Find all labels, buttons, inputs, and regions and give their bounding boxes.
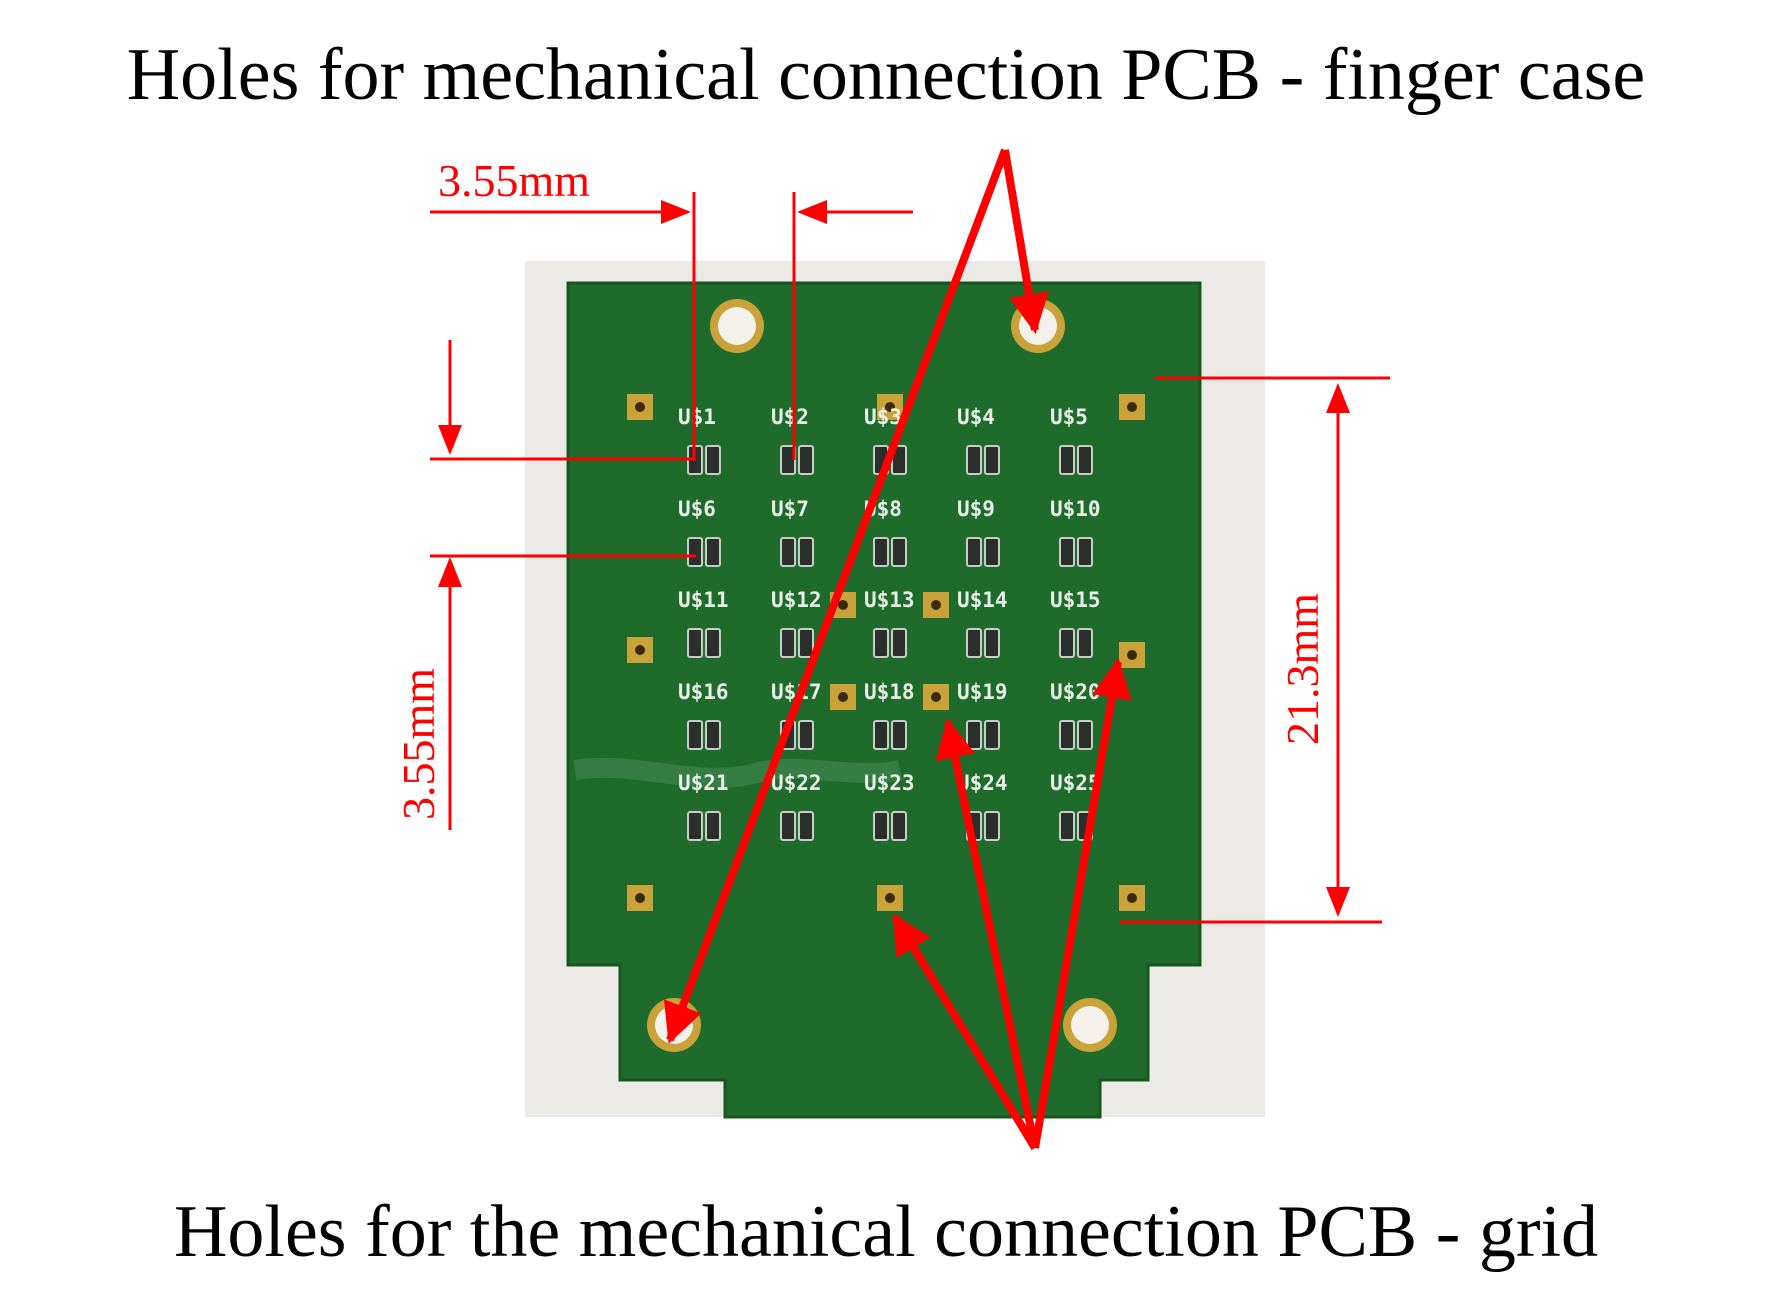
sensor-chip	[705, 811, 721, 841]
grid-pad-hole	[635, 893, 645, 903]
sensor-chip	[705, 537, 721, 567]
pcb-board	[566, 281, 1202, 1119]
sensor-chip	[1077, 628, 1093, 658]
dimension-horizontal: 3.55mm	[430, 155, 913, 460]
sensor-chip	[705, 445, 721, 475]
sensor-chip	[984, 445, 1000, 475]
dimension-grid-height: 21.3mm	[1120, 376, 1390, 924]
sensor-chip	[891, 537, 907, 567]
sensor-label: U$4	[957, 405, 995, 429]
sensor-label: U$13	[864, 588, 915, 612]
sensor-chip	[984, 628, 1000, 658]
sensor-chip	[780, 537, 796, 567]
grid-pad-hole	[1127, 650, 1137, 660]
dimension-vertical: 3.55mm	[393, 340, 696, 830]
sensor-label: U$12	[771, 588, 822, 612]
grid-pad-hole	[931, 692, 941, 702]
grid-pad-hole	[838, 600, 848, 610]
dim-label-grid-height: 21.3mm	[1277, 593, 1328, 745]
grid-pad-hole	[885, 893, 895, 903]
sensor-label: U$20	[1050, 680, 1101, 704]
grid-pad-hole	[1127, 402, 1137, 412]
sensor-chip	[984, 720, 1000, 750]
grid-pads	[627, 394, 1145, 911]
sensor-label: U$11	[678, 588, 729, 612]
sensor-chip	[966, 628, 982, 658]
sensor-label: U$9	[957, 497, 995, 521]
sensor-label: U$1	[678, 405, 716, 429]
sensor-chip	[1077, 720, 1093, 750]
sensor-chip	[873, 720, 889, 750]
arrows-grid-holes	[891, 658, 1132, 1151]
sensor-chip	[984, 537, 1000, 567]
sensor-chip	[891, 811, 907, 841]
sensor-chip	[798, 811, 814, 841]
sensor-chip	[873, 628, 889, 658]
sensor-chip	[798, 628, 814, 658]
sensor-chip	[780, 811, 796, 841]
sensor-label: U$14	[957, 588, 1008, 612]
sensor-label: U$2	[771, 405, 809, 429]
sensor-label: U$6	[678, 497, 716, 521]
sensor-label: U$23	[864, 771, 915, 795]
grid-pad-hole	[885, 402, 895, 412]
sensor-chip	[798, 445, 814, 475]
sensor-label: U$16	[678, 680, 729, 704]
grid-pad-hole	[838, 692, 848, 702]
sensor-chip	[705, 628, 721, 658]
sensor-chip	[1077, 445, 1093, 475]
sensor-label: U$15	[1050, 588, 1101, 612]
board-smudge	[573, 757, 903, 788]
sensor-chip	[687, 537, 703, 567]
grid-pad-hole	[635, 645, 645, 655]
sensor-chip	[780, 628, 796, 658]
sensor-chip	[891, 628, 907, 658]
sensor-chip	[1059, 811, 1075, 841]
sensor-chip	[891, 720, 907, 750]
sensor-chip	[705, 720, 721, 750]
dim-label-vertical: 3.55mm	[393, 668, 444, 820]
grid-pad-hole	[635, 402, 645, 412]
sensor-label: U$22	[771, 771, 822, 795]
grid-pad-hole	[1127, 893, 1137, 903]
sensor-chip	[798, 720, 814, 750]
sensor-chip	[873, 537, 889, 567]
sensor-chip	[1059, 720, 1075, 750]
dim-label-horizontal: 3.55mm	[438, 155, 590, 206]
sensor-label: U$18	[864, 680, 915, 704]
sensor-chip	[798, 537, 814, 567]
sensor-label: U$10	[1050, 497, 1101, 521]
sensor-chip	[687, 720, 703, 750]
sensor-label: U$19	[957, 680, 1008, 704]
sensor-label: U$21	[678, 771, 729, 795]
sensor-chip	[966, 445, 982, 475]
sensor-label: U$3	[864, 405, 902, 429]
sensor-chip	[966, 537, 982, 567]
title-grid-holes: Holes for the mechanical connection PCB …	[173, 1191, 1599, 1273]
sensor-chip	[1059, 537, 1075, 567]
sensor-chip	[984, 811, 1000, 841]
sensor-chip	[1059, 628, 1075, 658]
sensor-label: U$5	[1050, 405, 1088, 429]
sensor-label: U$7	[771, 497, 809, 521]
sensor-chip	[687, 811, 703, 841]
sensor-chip	[1077, 537, 1093, 567]
grid-pad-hole	[931, 600, 941, 610]
sensor-chip	[1059, 445, 1075, 475]
sensor-chip	[966, 720, 982, 750]
title-finger-case-holes: Holes for mechanical connection PCB - fi…	[126, 34, 1646, 116]
arrows-finger-case	[663, 148, 1049, 1044]
sensor-chip	[687, 628, 703, 658]
sensor-chip	[873, 811, 889, 841]
